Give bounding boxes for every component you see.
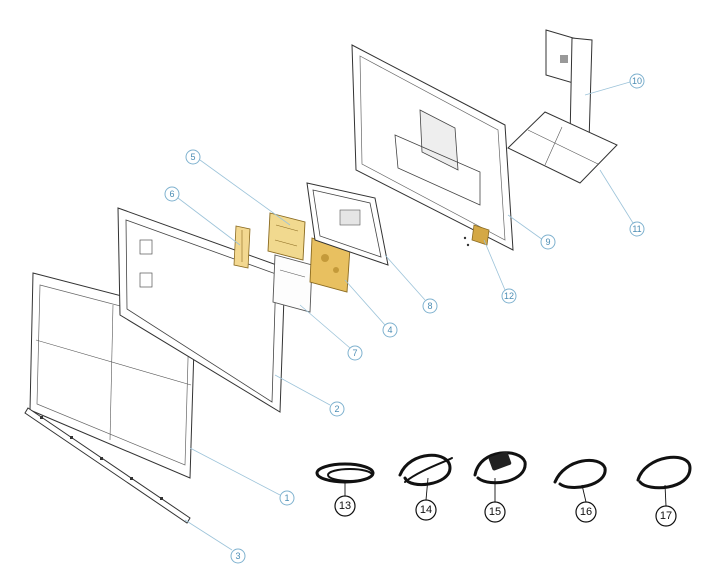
part-10-stand-riser bbox=[545, 29, 593, 143]
callout-17: 17 bbox=[655, 505, 677, 527]
svg-text:2: 2 bbox=[334, 404, 339, 414]
svg-text:15: 15 bbox=[489, 506, 501, 518]
svg-text:7: 7 bbox=[352, 348, 357, 358]
callout-3: 3 bbox=[230, 548, 246, 564]
svg-text:3: 3 bbox=[235, 551, 240, 561]
svg-text:8: 8 bbox=[427, 301, 432, 311]
callout-12: 12 bbox=[501, 288, 517, 304]
svg-text:17: 17 bbox=[660, 510, 672, 522]
callout-9: 9 bbox=[540, 234, 556, 250]
cable-14 bbox=[398, 453, 453, 487]
svg-text:16: 16 bbox=[580, 506, 592, 518]
part-9-rear-cover bbox=[351, 44, 514, 251]
svg-text:12: 12 bbox=[504, 291, 514, 301]
svg-text:11: 11 bbox=[632, 224, 641, 234]
callout-8: 8 bbox=[422, 298, 438, 314]
cable-13 bbox=[315, 462, 375, 484]
cable-16 bbox=[553, 459, 607, 489]
svg-text:1: 1 bbox=[284, 493, 289, 503]
callout-1: 1 bbox=[279, 490, 295, 506]
svg-text:9: 9 bbox=[545, 237, 550, 247]
part-8-inner-bracket bbox=[306, 182, 389, 266]
callout-14: 14 bbox=[415, 499, 437, 521]
part-5-main-board bbox=[267, 212, 306, 261]
cable-17 bbox=[636, 455, 692, 490]
svg-text:10: 10 bbox=[632, 76, 642, 86]
callout-2: 2 bbox=[329, 401, 345, 417]
cable-15 bbox=[473, 451, 527, 485]
svg-text:4: 4 bbox=[387, 325, 392, 335]
part-11-stand-base bbox=[507, 111, 618, 184]
svg-text:14: 14 bbox=[420, 504, 432, 516]
part-6-key-board bbox=[233, 225, 251, 269]
part-7-shield-plate bbox=[272, 254, 313, 313]
callout-11: 11 bbox=[629, 221, 645, 237]
callout-10: 10 bbox=[629, 73, 645, 89]
svg-text:13: 13 bbox=[339, 500, 351, 512]
svg-text:6: 6 bbox=[169, 189, 174, 199]
callout-4: 4 bbox=[382, 322, 398, 338]
callout-15: 15 bbox=[484, 501, 506, 523]
callout-7: 7 bbox=[347, 345, 363, 361]
svg-text:5: 5 bbox=[190, 152, 195, 162]
callout-5: 5 bbox=[185, 149, 201, 165]
callout-6: 6 bbox=[164, 186, 180, 202]
callout-16: 16 bbox=[575, 501, 597, 523]
part-12-interface-board bbox=[463, 224, 490, 247]
part-3-bottom-strip bbox=[24, 407, 191, 524]
callout-13: 13 bbox=[334, 495, 356, 517]
